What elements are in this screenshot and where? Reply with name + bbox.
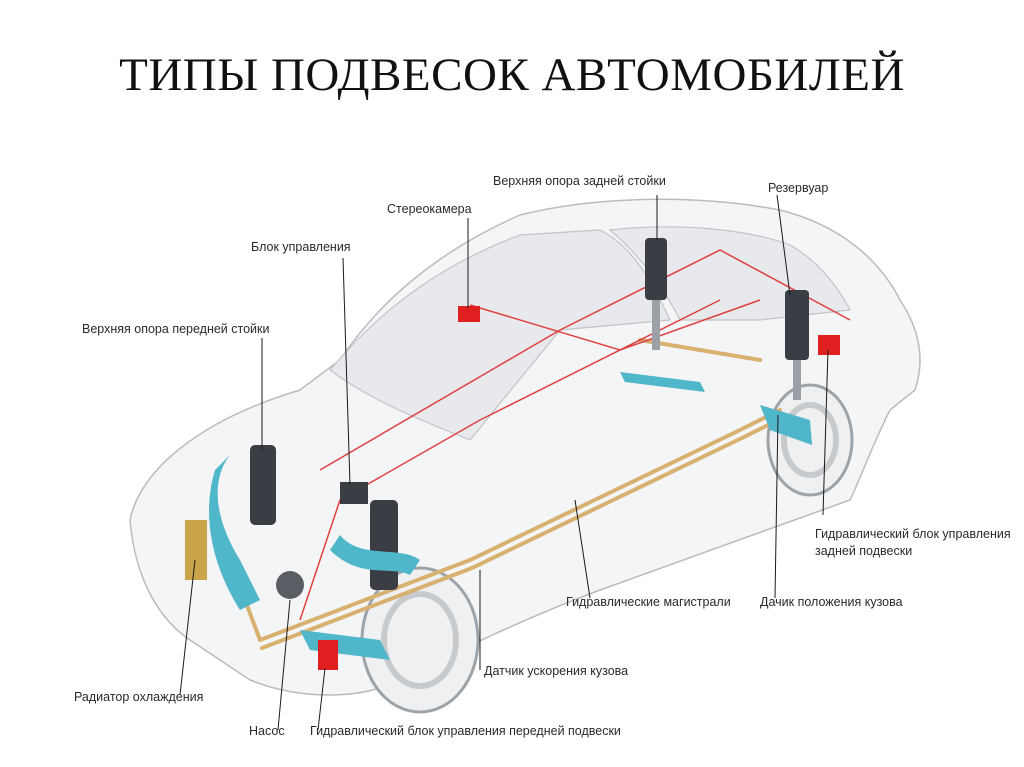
- label-cooling-radiator: Радиатор охлаждения: [74, 690, 204, 704]
- front-right-strut: [300, 500, 420, 660]
- label-control-unit: Блок управления: [251, 240, 351, 254]
- label-body-position-sensor: Дачик положения кузова: [760, 595, 903, 609]
- label-front-hydraulic-unit: Гидравлический блок управления передней …: [310, 724, 621, 738]
- car-suspension-diagram: [129, 194, 921, 731]
- page-title: ТИПЫ ПОДВЕСОК АВТОМОБИЛЕЙ: [119, 49, 905, 101]
- label-rear-hydraulic-unit-line1: Гидравлический блок управления: [815, 527, 1011, 541]
- label-rear-hydraulic-unit-line2: задней подвески: [815, 544, 913, 558]
- label-front-strut-mount: Верхняя опора передней стойки: [82, 322, 270, 336]
- leader-lines: [179, 194, 829, 731]
- cooling-radiator: [185, 520, 207, 580]
- label-pump: Насос: [249, 724, 285, 738]
- front-left-strut: [209, 445, 276, 610]
- pump: [276, 571, 304, 599]
- label-hydraulic-lines: Гидравлические магистрали: [566, 595, 731, 609]
- stereo-camera: [458, 306, 480, 322]
- label-reservoir: Резервуар: [768, 181, 829, 195]
- label-body-acceleration-sensor: Датчик ускорения кузова: [484, 664, 629, 678]
- rear-hydraulic-unit: [818, 335, 840, 355]
- car-body: [129, 198, 921, 696]
- label-stereo-camera: Стереокамера: [387, 202, 472, 216]
- rear-right-strut: [760, 290, 840, 445]
- rear-strut: [620, 238, 705, 392]
- front-hydraulic-unit: [318, 640, 338, 670]
- control-unit: [340, 482, 368, 504]
- label-rear-strut-mount: Верхняя опора задней стойки: [493, 174, 666, 188]
- electric-lines: [299, 249, 851, 621]
